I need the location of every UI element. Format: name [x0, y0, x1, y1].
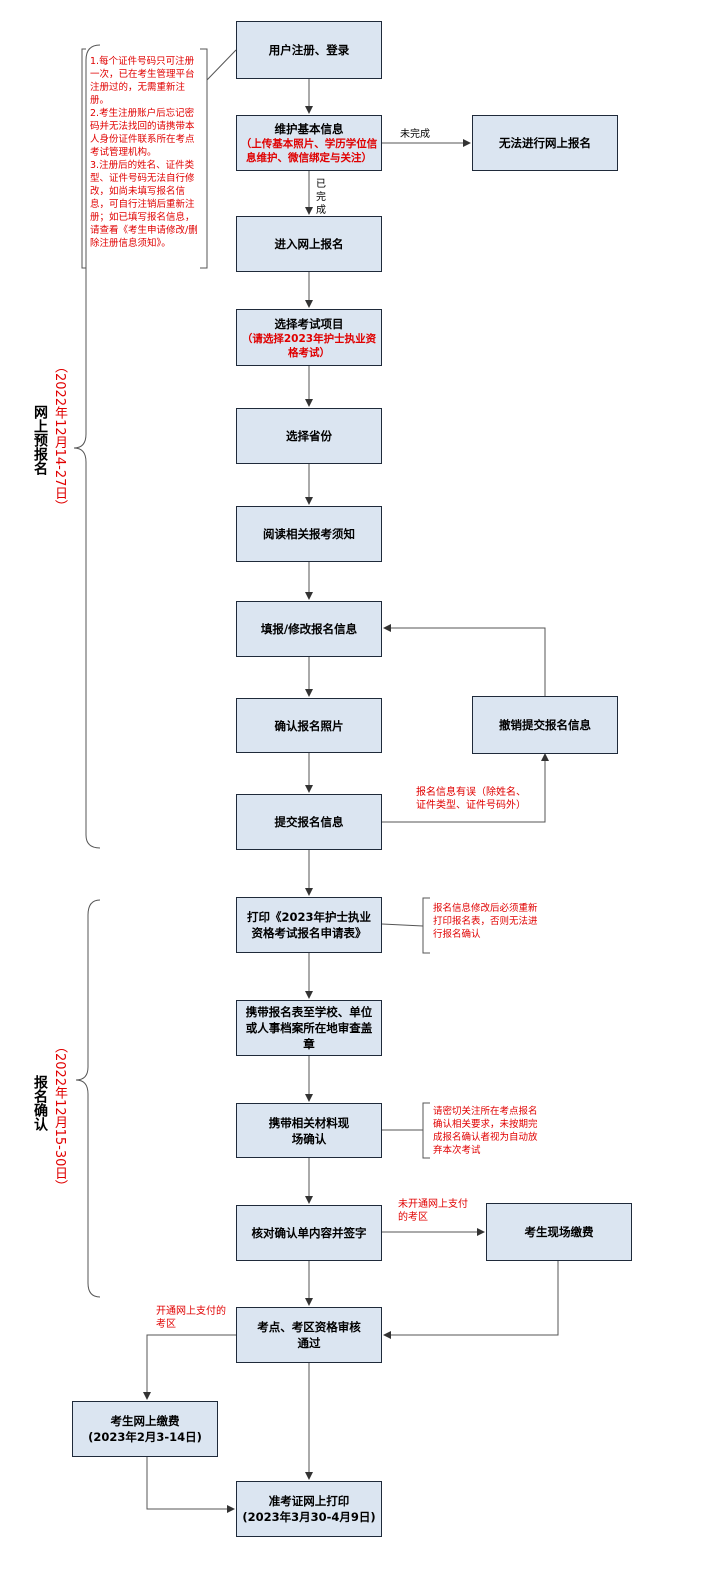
- box-read: 阅读相关报考须知: [236, 506, 382, 562]
- box-approved-label: 考点、考区资格审核通过: [257, 1320, 361, 1350]
- label-completed: 已完成: [316, 179, 326, 216]
- box-print-form-label: 打印《2023年护士执业资格考试报名申请表》: [246, 910, 371, 940]
- arrow-submit-revoke: [382, 753, 549, 823]
- bracket-register-note: [81, 48, 86, 269]
- box-onsite-label: 携带相关材料现场确认: [268, 1115, 350, 1146]
- arrow-onlinepay-admit: [146, 1457, 235, 1513]
- box-select: 选择考试项目 （请选择2023年护士执业资格考试）: [236, 309, 382, 366]
- label-no-online-pay: 未开通网上支付的考区: [398, 1199, 468, 1223]
- box-stamp-label: 携带报名表至学校、单位或人事档案所在地审查盖章: [245, 1005, 373, 1051]
- box-submit: 提交报名信息: [236, 794, 382, 850]
- bracket-print-note: [422, 897, 430, 954]
- label-online-pay-open: 开通网上支付的考区: [156, 1306, 226, 1330]
- box-fill-label: 填报/修改报名信息: [260, 622, 358, 636]
- box-verify: 核对确认单内容并签字: [236, 1205, 382, 1261]
- box-enter: 进入网上报名: [236, 216, 382, 272]
- box-select-title: 选择考试项目: [274, 316, 344, 331]
- phase-online-period: （2022年12月14-27日）: [52, 360, 67, 513]
- onsite-note: 请密切关注所在考点报名确认相关要求，未按期完成报名确认者视为自动放弃本次考试: [433, 1106, 538, 1156]
- connector-print-note: [381, 923, 424, 927]
- box-online-pay-title: 考生网上缴费: [110, 1414, 180, 1428]
- box-confirm-photo: 确认报名照片: [236, 698, 382, 753]
- box-admit-date: (2023年3月30-4月9日): [242, 1510, 376, 1524]
- box-onsite: 携带相关材料现场确认: [236, 1103, 382, 1158]
- box-maintain-title: 维护基本信息: [274, 122, 344, 136]
- arrow-onsitepay-approved: [383, 1261, 559, 1339]
- box-maintain-sub: （上传基本照片、学历学位信息维护、微信绑定与关注）: [240, 138, 378, 164]
- brace-confirm-phase: [75, 899, 101, 1298]
- box-select-sub: （请选择2023年护士执业资格考试）: [241, 332, 377, 359]
- arrow-approved-onlinepay: [143, 1334, 236, 1400]
- box-stamp: 携带报名表至学校、单位或人事档案所在地审查盖章: [236, 1000, 382, 1056]
- arrow-revoke-fill: [383, 624, 546, 696]
- box-admit: 准考证网上打印 (2023年3月30-4月9日): [236, 1481, 382, 1537]
- box-revoke-label: 撤销提交报名信息: [499, 718, 591, 732]
- box-revoke: 撤销提交报名信息: [472, 696, 618, 754]
- box-cannot: 无法进行网上报名: [472, 115, 618, 171]
- box-cannot-label: 无法进行网上报名: [499, 136, 591, 150]
- box-submit-label: 提交报名信息: [274, 815, 344, 829]
- box-approved: 考点、考区资格审核通过: [236, 1307, 382, 1363]
- label-incomplete: 未完成: [400, 129, 430, 140]
- bracket-onsite-note: [422, 1102, 430, 1159]
- box-online-pay: 考生网上缴费 (2023年2月3-14日): [72, 1401, 218, 1457]
- brace-online-phase: [73, 44, 101, 849]
- box-register: 用户注册、登录: [236, 21, 382, 79]
- box-verify-label: 核对确认单内容并签字: [251, 1226, 367, 1240]
- register-note: 1.每个证件号码只可注册一次，已在考生管理平台注册过的，无需重新注册。 2.考生…: [90, 56, 198, 249]
- box-maintain: 维护基本信息 （上传基本照片、学历学位信息维护、微信绑定与关注）: [236, 115, 382, 171]
- box-read-label: 阅读相关报考须知: [263, 527, 355, 541]
- box-register-label: 用户注册、登录: [268, 43, 350, 57]
- box-fill: 填报/修改报名信息: [236, 601, 382, 657]
- bracket-register-note-right: [200, 48, 208, 269]
- connector-register-note: [206, 49, 237, 81]
- box-confirm-photo-label: 确认报名照片: [274, 718, 344, 733]
- reprint-note: 报名信息修改后必须重新打印报名表，否则无法进行报名确认: [433, 903, 538, 940]
- phase-confirm-name: 报名确认: [32, 1075, 48, 1131]
- phase-online-name: 网上预报名: [32, 405, 48, 475]
- box-onsite-pay: 考生现场缴费: [486, 1203, 632, 1261]
- box-online-pay-date: (2023年2月3-14日): [88, 1430, 202, 1444]
- box-province: 选择省份: [236, 408, 382, 464]
- box-enter-label: 进入网上报名: [274, 237, 344, 251]
- phase-confirm-period: （2022年12月15-30日）: [52, 1040, 67, 1193]
- box-province-label: 选择省份: [286, 429, 332, 443]
- box-onsite-pay-label: 考生现场缴费: [524, 1225, 594, 1239]
- label-info-error: 报名信息有误（除姓名、证件类型、证件号码外）: [416, 787, 526, 811]
- box-admit-title: 准考证网上打印: [268, 1494, 350, 1508]
- box-print-form: 打印《2023年护士执业资格考试报名申请表》: [236, 897, 382, 953]
